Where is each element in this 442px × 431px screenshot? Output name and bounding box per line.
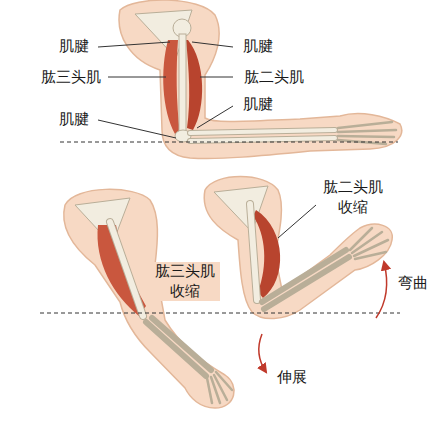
reference-dashed-line (60, 142, 398, 143)
contraction-label: 肱二头肌 收缩 (318, 178, 388, 217)
muscle-label: 肱二头肌 (236, 68, 312, 88)
humerus-bone-fill (250, 204, 257, 300)
humerus-bone (110, 222, 143, 316)
radius-bone (190, 130, 335, 133)
radius-bone-fill (190, 130, 335, 133)
leader-line (278, 205, 316, 238)
humerus-bone-fill (110, 222, 143, 316)
forearm-bone (264, 257, 349, 309)
humerus-bone (179, 34, 186, 132)
ulna-bone (190, 138, 335, 141)
tendon-label: 肌腱 (52, 37, 96, 57)
hand-bones (338, 122, 396, 144)
motion-label: 伸展 (272, 368, 312, 388)
skin-outline (204, 177, 392, 319)
muscle-label: 肱三头肌 (36, 68, 106, 88)
flex-arrow (376, 262, 387, 318)
extend-arrow (259, 334, 266, 372)
reference-dashed-line (40, 313, 400, 314)
contraction-label: 肱三头肌 收缩 (150, 262, 220, 301)
forearm-bone (262, 250, 346, 302)
tendon-label: 肌腱 (52, 110, 96, 130)
tendon-label: 肌腱 (236, 95, 280, 115)
ulna-bone-fill (190, 138, 335, 141)
forearm-bone (152, 318, 211, 370)
hand-bones (350, 228, 388, 259)
tendon-label: 肌腱 (236, 37, 280, 57)
humerus-bone (250, 204, 257, 300)
leader-line (98, 42, 233, 138)
hand-bones (207, 372, 232, 403)
triceps-muscle (163, 40, 180, 134)
skin-outline (64, 189, 234, 408)
motion-label: 弯曲 (393, 274, 433, 294)
forearm-bone (146, 322, 206, 376)
biceps-muscle (186, 40, 202, 130)
